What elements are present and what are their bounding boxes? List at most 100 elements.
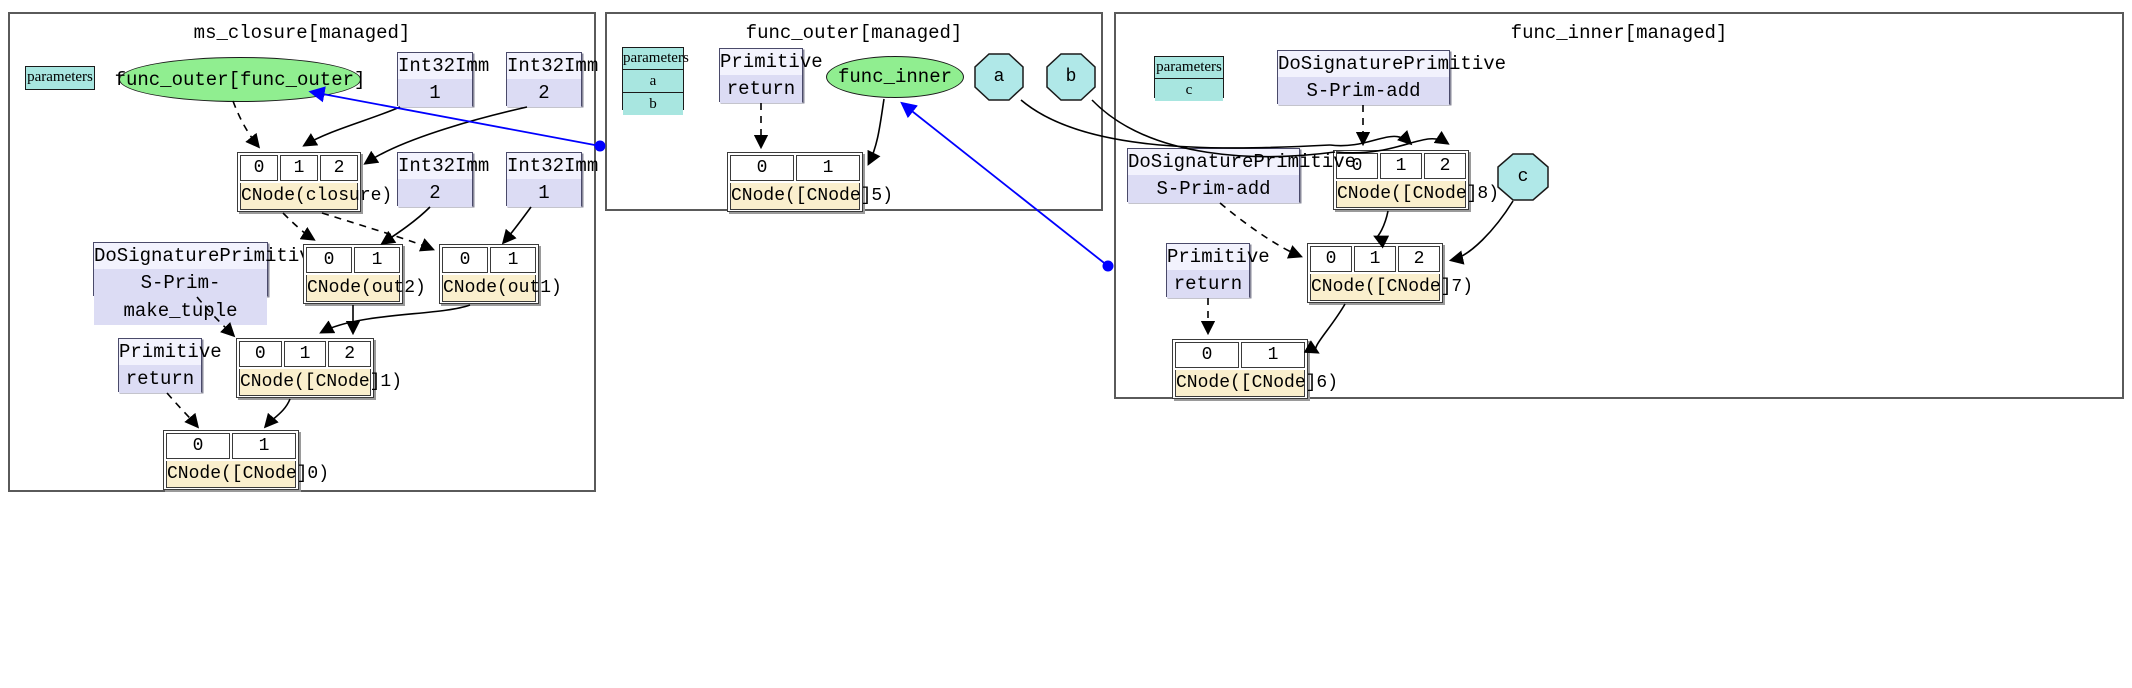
prim-return-func-inner-type: Primitive [1167,244,1270,270]
octagon-b[interactable]: b [1046,53,1096,101]
cnode-7-port-0[interactable]: 0 [1310,246,1352,272]
cnode-out2-label: CNode(out2) [306,275,426,302]
cnode-closure-label: CNode(closure) [240,183,392,210]
cnode-closure-ports: 0 1 2 [240,155,358,181]
octagon-a-shape [974,53,1024,101]
int32imm-node-2: Int32Imm 2 [506,52,599,107]
func-inner-parameter-c: c [1155,79,1223,101]
cnode-5-port-1[interactable]: 1 [796,155,860,181]
cnode-7-port-1[interactable]: 1 [1354,246,1396,272]
cnode-1-ports: 0 1 2 [239,341,372,367]
prim-return-ms-closure-type: Primitive [119,339,222,365]
cnode-out1-port-0[interactable]: 0 [442,247,488,273]
cnode-out1-port-1[interactable]: 1 [490,247,536,273]
cnode-out2-port-0[interactable]: 0 [306,247,352,273]
octagon-b-label: b [1065,67,1077,87]
prim-return-ms-closure: Primitive return [118,338,222,393]
int32imm-node-4: Int32Imm 1 [506,152,599,207]
prim-make-tuple-type: DoSignaturePrimitive [94,243,323,269]
cnode-8-port-1[interactable]: 1 [1380,153,1422,179]
prim-add-top-type: DoSignaturePrimitive [1278,51,1507,77]
cnode-out1-label: CNode(out1) [442,275,562,302]
func-outer-parameters-header: parameters [623,48,689,70]
ms-closure-parameters: parameters [25,66,95,90]
prim-add-top: DoSignaturePrimitive S-Prim-add [1277,50,1507,105]
blue-anchor-1 [594,140,606,152]
int32imm-node-4-value: 1 [507,179,581,207]
prim-add-top-name: S-Prim-add [1278,77,1449,105]
prim-return-func-inner-name: return [1167,270,1249,298]
cnode-8-port-0[interactable]: 0 [1336,153,1378,179]
func-outer-parameters: parameters a b [622,47,689,115]
int32imm-node-4-type: Int32Imm [507,153,599,179]
cnode-out2-port-1[interactable]: 1 [354,247,400,273]
func-inner-ellipse[interactable]: func_inner [826,56,964,98]
cnode-out2[interactable]: 0 1 CNode(out2) [303,244,426,304]
func-outer-parameter-a: a [623,70,683,93]
cnode-8-port-2[interactable]: 2 [1424,153,1466,179]
func-outer-ellipse-label: func_outer[func_outer] [114,68,366,91]
cnode-out1[interactable]: 0 1 CNode(out1) [439,244,562,304]
octagon-c-label: c [1517,167,1529,187]
ms-closure-parameters-header: parameters [26,67,94,88]
prim-make-tuple-name: S-Prim-make_tuple [94,269,267,325]
cluster-func-inner-title: func_inner[managed] [1510,22,1728,44]
func-inner-parameters: parameters c [1154,56,1224,101]
func-inner-ellipse-label: func_inner [837,66,953,88]
cnode-7-ports: 0 1 2 [1310,246,1440,272]
cnode-8-ports: 0 1 2 [1336,153,1466,179]
int32imm-node-1-type: Int32Imm [398,53,490,79]
int32imm-node-3-value: 2 [398,179,472,207]
cnode-7-label: CNode([CNode]7) [1310,274,1473,301]
octagon-c[interactable]: c [1497,153,1549,201]
cnode-1-port-2[interactable]: 2 [328,341,372,367]
octagon-c-shape [1497,153,1549,201]
int32imm-node-3: Int32Imm 2 [397,152,490,207]
cnode-6-ports: 0 1 [1175,342,1305,368]
cnode-0-label: CNode([CNode]0) [166,461,329,488]
cnode-1[interactable]: 0 1 2 CNode([CNode]1) [236,338,402,398]
prim-make-tuple: DoSignaturePrimitive S-Prim-make_tuple [93,242,323,325]
int32imm-node-1: Int32Imm 1 [397,52,490,107]
cnode-5-ports: 0 1 [730,155,860,181]
cnode-8[interactable]: 0 1 2 CNode([CNode]8) [1333,150,1499,210]
cnode-0-port-0[interactable]: 0 [166,433,230,459]
cnode-closure-port-1[interactable]: 1 [280,155,318,181]
cnode-1-port-0[interactable]: 0 [239,341,282,367]
cnode-5[interactable]: 0 1 CNode([CNode]5) [727,152,893,212]
cnode-6[interactable]: 0 1 CNode([CNode]6) [1172,339,1338,399]
cnode-5-label: CNode([CNode]5) [730,183,893,210]
cnode-8-label: CNode([CNode]8) [1336,181,1499,208]
prim-return-func-inner: Primitive return [1166,243,1270,298]
cnode-closure[interactable]: 0 1 2 CNode(closure) [237,152,392,212]
int32imm-node-2-type: Int32Imm [507,53,599,79]
cnode-1-label: CNode([CNode]1) [239,369,402,396]
cnode-6-label: CNode([CNode]6) [1175,370,1338,397]
prim-return-func-outer: Primitive return [719,48,823,103]
int32imm-node-1-value: 1 [398,79,472,107]
prim-return-ms-closure-name: return [119,365,201,393]
func-outer-parameter-b: b [623,93,683,115]
cnode-0[interactable]: 0 1 CNode([CNode]0) [163,430,329,490]
cnode-out1-ports: 0 1 [442,247,536,273]
cnode-7[interactable]: 0 1 2 CNode([CNode]7) [1307,243,1473,303]
cnode-0-port-1[interactable]: 1 [232,433,296,459]
cnode-7-port-2[interactable]: 2 [1398,246,1440,272]
blue-anchor-2 [1102,260,1114,272]
cnode-5-port-0[interactable]: 0 [730,155,794,181]
int32imm-node-3-type: Int32Imm [398,153,490,179]
cnode-closure-port-0[interactable]: 0 [240,155,278,181]
cnode-closure-port-2[interactable]: 2 [320,155,358,181]
func-outer-ellipse[interactable]: func_outer[func_outer] [115,57,365,102]
prim-add-mid-type: DoSignaturePrimitive [1128,149,1357,175]
cnode-6-port-1[interactable]: 1 [1241,342,1305,368]
cnode-1-port-1[interactable]: 1 [283,341,327,367]
cnode-out2-ports: 0 1 [306,247,400,273]
prim-add-mid: DoSignaturePrimitive S-Prim-add [1127,148,1357,203]
prim-return-func-outer-type: Primitive [720,49,823,75]
octagon-a[interactable]: a [974,53,1024,101]
cnode-6-port-0[interactable]: 0 [1175,342,1239,368]
octagon-a-label: a [993,67,1005,87]
int32imm-node-2-value: 2 [507,79,581,107]
